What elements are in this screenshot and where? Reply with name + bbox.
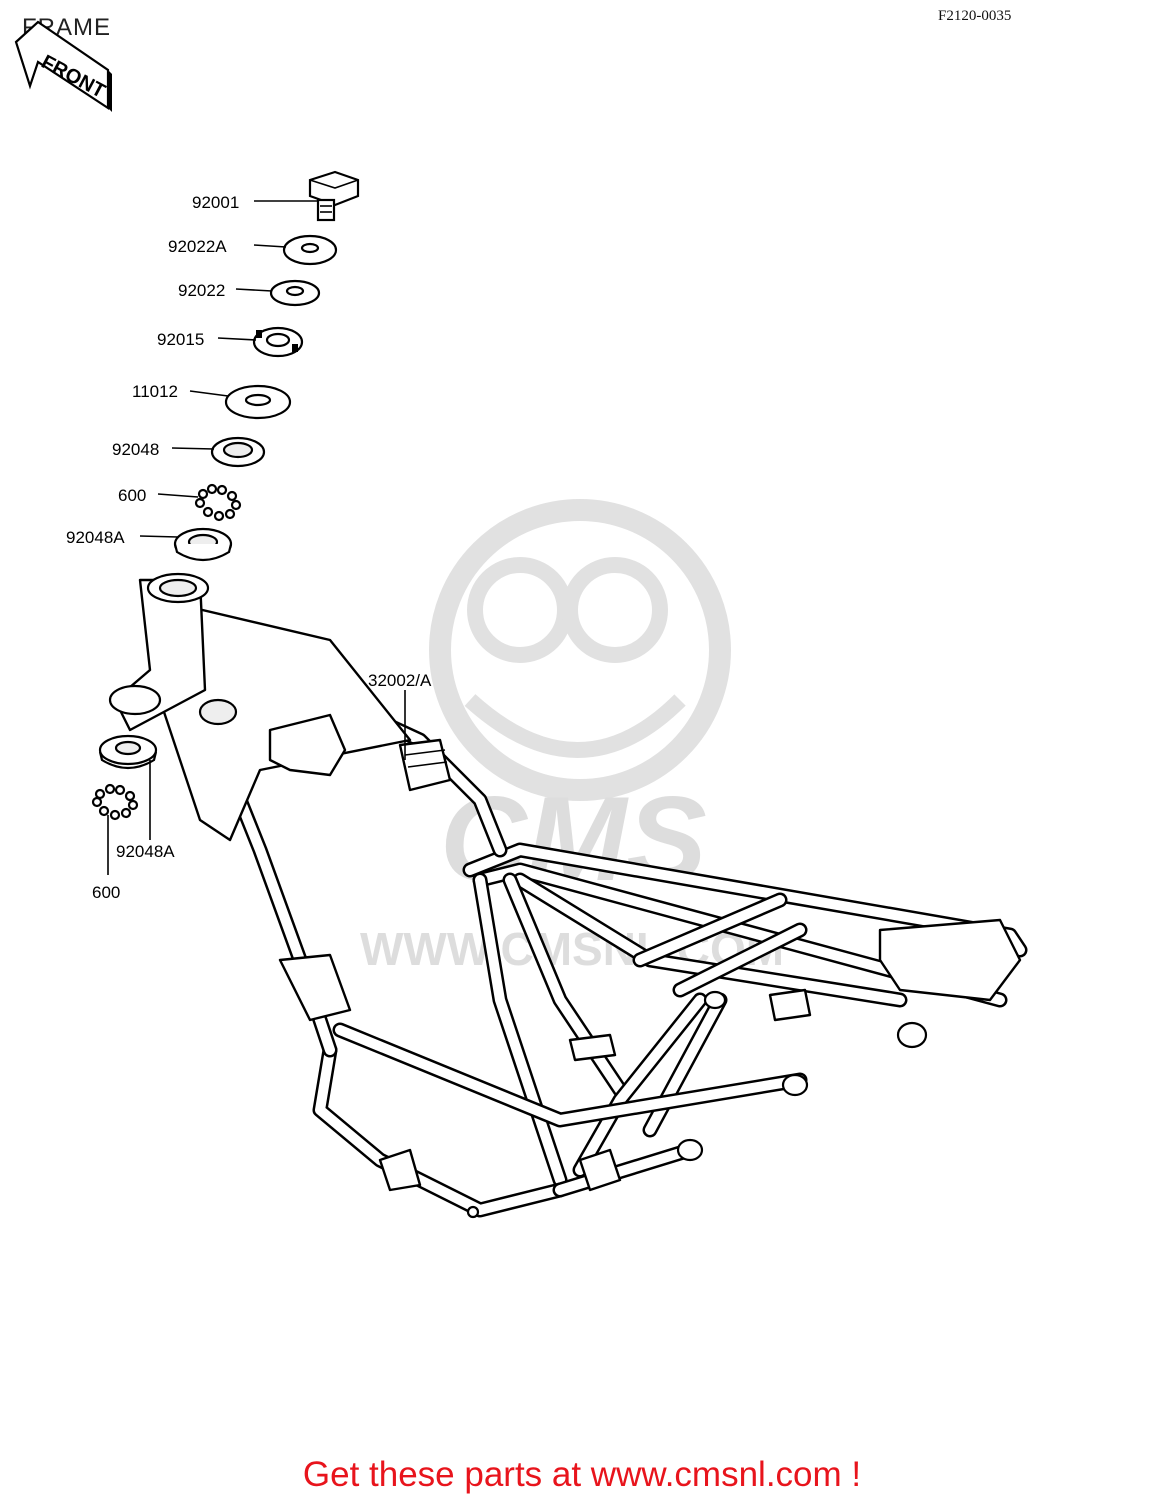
label-92048[interactable]: 92048 [112,440,159,459]
part-600-steel-balls-lower[interactable] [91,783,139,821]
label-600-lower[interactable]: 600 [92,883,120,902]
label-92048a[interactable]: 92048A [66,528,125,547]
label-600[interactable]: 600 [118,486,146,505]
main-frame-drawing[interactable] [108,572,1028,1219]
label-92022a[interactable]: 92022A [168,237,227,256]
label-92015[interactable]: 92015 [157,330,204,349]
part-92048a-race-lower[interactable] [98,734,158,770]
part-92048-race[interactable] [210,436,266,468]
part-92048a-race-upper[interactable] [173,527,233,562]
part-11012-cover[interactable] [224,384,292,420]
leader-lines [107,200,406,875]
part-92015-nut[interactable] [252,326,304,358]
label-92048a-lower[interactable]: 92048A [116,842,175,861]
part-600-steel-balls[interactable] [194,483,242,522]
part-92022-washer[interactable] [269,279,321,307]
label-11012[interactable]: 11012 [132,382,178,401]
get-parts-link[interactable]: Get these parts at www.cmsnl.com ! [302,1455,862,1494]
diagram-code: F2120-0035 [938,8,1012,24]
label-92001[interactable]: 92001 [192,193,239,212]
front-arrow-icon: FRONT [14,20,112,112]
label-32002a[interactable]: 32002/A [368,671,432,690]
part-92001-bolt[interactable] [308,170,360,222]
part-92022a-washer[interactable] [282,234,338,266]
part-labels: 92001 92022A 92022 92015 11012 92048 600… [66,193,432,902]
label-92022[interactable]: 92022 [178,281,225,300]
